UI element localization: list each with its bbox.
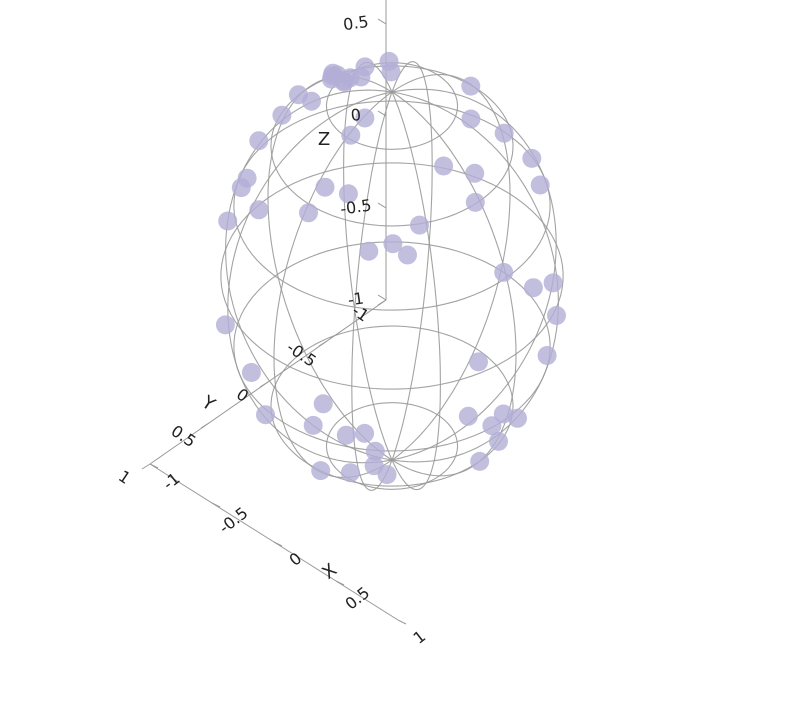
data-point-18 [218,211,238,231]
data-point-47 [340,463,360,483]
z-tick-0 [377,294,387,301]
z-tick-label-0: -1 [347,288,365,309]
z-tick-label-3: 0.5 [342,12,370,34]
y-tick-label-3: 0.5 [168,421,200,451]
data-point-6 [355,57,375,77]
data-point-2 [465,192,485,212]
y-tick-label-4: 1 [115,466,134,487]
data-point-54 [547,306,566,325]
data-point-36 [241,363,261,382]
data-point-23 [383,234,403,254]
y-tick-0 [377,299,387,306]
data-point-32 [338,184,358,204]
data-point-35 [249,200,269,220]
z-tick-label-2: 0 [349,105,362,125]
data-point-48 [365,441,385,461]
data-point-30 [461,109,481,129]
data-point-31 [398,245,417,265]
longitude-line-1 [391,91,441,491]
data-point-27 [530,175,550,195]
data-point-40 [355,423,375,443]
data-point-51 [482,416,502,436]
data-point-42 [470,451,490,471]
data-point-16 [379,51,399,71]
data-point-38 [303,415,323,435]
data-point-56 [494,262,514,282]
z-tick-3 [377,18,387,25]
longitude-line-11 [391,91,559,463]
longitude-line-0 [391,91,517,477]
z-tick-1 [377,202,387,209]
data-point-34 [355,108,375,128]
data-point-52 [458,406,478,426]
data-point-21 [299,203,318,223]
data-points [215,51,566,485]
x-tick-2 [273,541,283,547]
data-point-57 [537,346,557,365]
y-tick-2 [259,381,269,388]
x-tick-0 [149,463,159,469]
data-point-44 [469,352,488,372]
longitude-line-8 [391,61,433,461]
data-point-20 [237,168,257,188]
data-point-22 [359,241,379,261]
data-point-59 [461,76,481,96]
longitude-line-4 [227,91,393,464]
data-point-28 [522,148,542,168]
data-point-58 [493,404,513,424]
data-point-26 [543,273,563,293]
data-point-1 [465,163,485,183]
y-tick-4 [141,463,151,470]
data-point-12 [323,63,343,83]
x-tick-label-4: 1 [410,627,430,648]
y-tick-3 [200,422,210,429]
x-tick-1 [211,502,221,508]
data-point-33 [315,177,335,197]
x-axis-title: X [318,560,341,584]
data-point-25 [410,215,429,235]
data-point-49 [311,461,331,481]
longitude-line-9 [391,74,511,461]
data-point-55 [523,278,543,298]
longitude-line-3 [273,91,393,478]
data-point-0 [341,125,361,145]
data-point-29 [494,123,514,143]
y-tick-1 [318,340,328,347]
z-tick-2 [377,110,387,117]
data-point-24 [434,156,454,176]
x-tick-3 [335,580,345,586]
data-point-13 [288,85,308,105]
data-point-46 [489,431,508,451]
data-point-7 [249,131,269,151]
data-point-45 [215,315,235,335]
x-tick-4 [397,619,407,625]
data-point-37 [313,394,333,414]
data-point-50 [336,425,356,445]
longitude-line-2 [351,91,393,491]
longitude-line-10 [391,88,557,461]
z-axis-title: Z [318,129,330,150]
data-point-41 [256,405,275,425]
data-point-8 [272,105,292,125]
z-tick-label-1: -0.5 [339,195,373,218]
y-axis-title: Y [197,391,220,416]
data-point-53 [364,456,384,476]
